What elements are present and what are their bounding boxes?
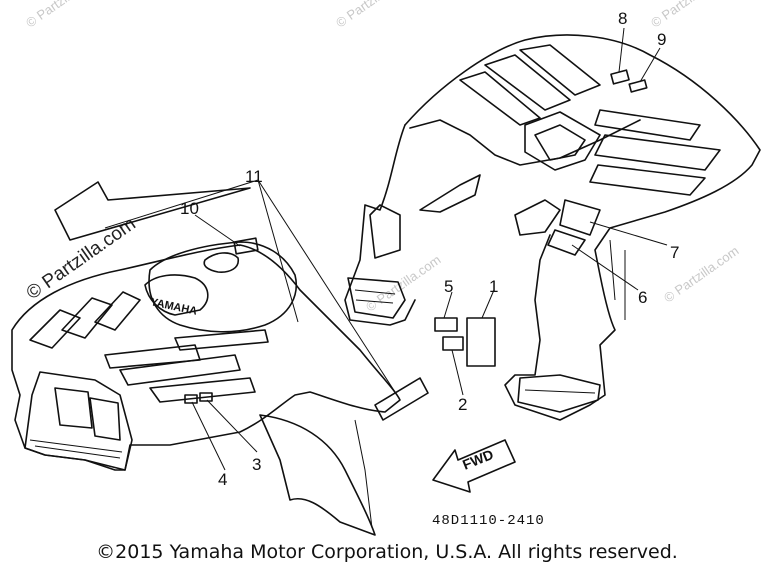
decal-2 <box>442 336 464 351</box>
decal-10 <box>233 237 259 255</box>
decal-1 <box>466 317 496 367</box>
decal-3 <box>199 392 213 402</box>
forward-arrow: FWD <box>432 439 516 493</box>
front-fender: YAMAHA <box>11 241 401 536</box>
decal-7 <box>559 199 601 236</box>
decal-9 <box>628 79 648 93</box>
watermark-center: © Partzilla.com <box>363 252 443 315</box>
callout-2: 2 <box>458 395 467 414</box>
watermark-top-left: © Partzilla.com <box>23 0 103 30</box>
forward-arrow-label: FWD <box>460 446 496 473</box>
decal-8 <box>610 69 630 85</box>
callout-1: 1 <box>489 277 498 296</box>
callout-4: 4 <box>218 470 227 489</box>
leader-lines <box>104 27 668 471</box>
callout-9: 9 <box>657 30 666 49</box>
watermark-top-center: © Partzilla.com <box>333 0 413 30</box>
callout-6: 6 <box>638 288 647 307</box>
decal-side-label <box>374 377 429 421</box>
callout-10: 10 <box>180 199 199 218</box>
callout-5: 5 <box>444 277 453 296</box>
callout-7: 7 <box>670 243 679 262</box>
decal-11-sheet <box>54 181 251 241</box>
decal-5 <box>434 317 458 332</box>
copyright-notice: ©2015 Yamaha Motor Corporation, U.S.A. A… <box>96 541 678 563</box>
callout-8: 8 <box>618 9 627 28</box>
diagram-part-number: 48D1110-2410 <box>432 513 545 529</box>
watermark-top-right: © Partzilla.com <box>648 0 728 30</box>
rear-fender <box>344 34 761 421</box>
decal-4 <box>184 394 198 404</box>
callout-11: 11 <box>245 167 263 186</box>
decal-6 <box>547 229 586 256</box>
watermark-left: © Partzilla.com <box>23 213 140 304</box>
callout-3: 3 <box>252 455 261 474</box>
